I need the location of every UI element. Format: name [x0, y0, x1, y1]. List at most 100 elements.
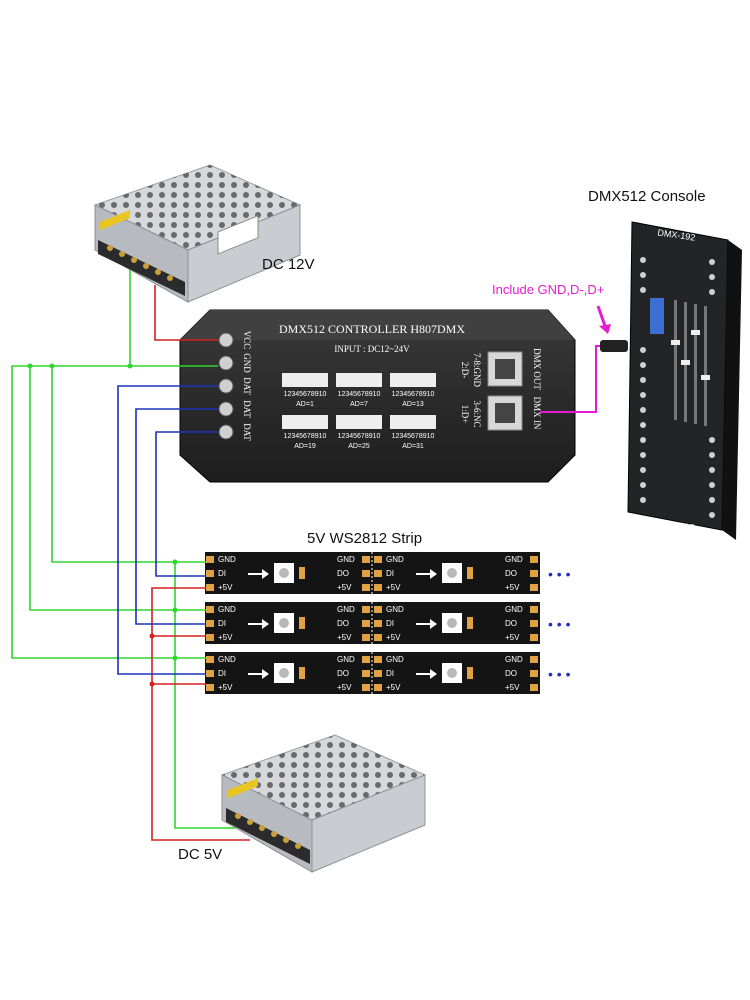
console-faders	[671, 300, 710, 426]
led-chip-icon	[274, 663, 473, 683]
pad-label: +5V	[505, 633, 520, 642]
pad-label: DO	[505, 569, 517, 578]
pinout-text: 2:D-	[460, 362, 470, 379]
dip-numbers: 12345678910	[338, 433, 381, 440]
pad-label: GND	[505, 555, 523, 564]
pad-label: DI	[218, 569, 226, 578]
pad-label: +5V	[218, 583, 233, 592]
red-power-wires	[151, 285, 250, 841]
pad-label: +5V	[337, 583, 352, 592]
pad-label: GND	[505, 605, 523, 614]
pad-label: +5V	[218, 633, 233, 642]
green-junctions	[27, 363, 178, 661]
dip-switch	[282, 373, 328, 387]
terminal-label: GND	[242, 353, 252, 373]
terminal-screw	[218, 355, 234, 371]
green-ground-wires	[11, 270, 236, 829]
console-buttons	[640, 257, 715, 518]
pad-label: DO	[505, 619, 517, 628]
controller-input: INPUT : DC12~24V	[334, 344, 410, 354]
strip-title-label: 5V WS2812 Strip	[307, 530, 423, 547]
pad-label: DO	[505, 669, 517, 678]
port-in-label: DMX IN	[532, 397, 542, 430]
pad-label: DI	[386, 619, 394, 628]
dmx-console: DMX-192 DMX-192	[627, 221, 742, 540]
pad-label: DI	[386, 669, 394, 678]
pad-label: GND	[505, 655, 523, 664]
dip-switches: 12345678910 12345678910 12345678910 1234…	[282, 373, 436, 450]
terminal-label: DAT	[242, 423, 252, 441]
pad-label: +5V	[218, 683, 233, 692]
note-arrow	[596, 305, 607, 327]
blue-data-wires	[117, 385, 218, 675]
pad-label: GND	[218, 655, 236, 664]
terminal-screw	[218, 424, 234, 440]
dip-numbers: 12345678910	[392, 433, 435, 440]
pad-label: +5V	[386, 583, 401, 592]
dip-numbers: 12345678910	[284, 391, 327, 398]
pad-label: DO	[337, 669, 349, 678]
dip-address-label: AD=13	[402, 401, 424, 408]
dmx-cable	[540, 305, 628, 413]
pad-label: DO	[337, 619, 349, 628]
pad-label: GND	[337, 655, 355, 664]
psu-5v-terminals	[226, 808, 310, 864]
pad-label: +5V	[386, 633, 401, 642]
terminal-label: VCC	[242, 331, 252, 350]
pad-label: GND	[386, 655, 404, 664]
pad-label: DI	[386, 569, 394, 578]
pad-label: +5V	[337, 633, 352, 642]
terminal-screw	[218, 378, 234, 394]
pinout-text: 1:D+	[460, 405, 470, 424]
dip-numbers: 12345678910	[392, 391, 435, 398]
strip-continuation: • • •	[548, 666, 571, 682]
strip-continuation: • • •	[548, 616, 571, 632]
psu-12v	[93, 164, 302, 303]
led-strip-2: GND DI +5V GND DO +5V GND DI +5V GND DO …	[205, 602, 571, 644]
console-display	[650, 298, 664, 334]
pad-label: GND	[386, 605, 404, 614]
pinout-text: 3-6:NC	[472, 401, 482, 428]
console-label: DMX512 Console	[588, 188, 706, 205]
dmx-controller: DMX512 CONTROLLER H807DMX INPUT : DC12~2…	[179, 309, 576, 483]
dmx-connector	[600, 340, 628, 352]
terminal-label: DAT	[242, 377, 252, 395]
dip-switch	[282, 415, 328, 429]
dip-switch	[336, 415, 382, 429]
arrow-icon	[248, 569, 437, 579]
led-chip-icon	[274, 563, 473, 583]
pad-label: GND	[337, 555, 355, 564]
pad-label: GND	[218, 555, 236, 564]
pad-label: DO	[337, 569, 349, 578]
arrow-icon	[248, 619, 437, 629]
dip-numbers: 12345678910	[338, 391, 381, 398]
terminal-screw	[218, 332, 234, 348]
pinout-legend: 2:D- 7-8:GND 1:D+ 3-6:NC	[460, 353, 482, 428]
controller-title: DMX512 CONTROLLER H807DMX	[279, 322, 465, 336]
console-note-label: Include GND,D-,D+	[492, 282, 605, 297]
strip-continuation: • • •	[548, 566, 571, 582]
psu-12v-label: DC 12V	[262, 256, 315, 273]
arrow-icon	[248, 669, 437, 679]
pad-label: +5V	[505, 583, 520, 592]
dip-numbers: 12345678910	[284, 433, 327, 440]
dip-switch	[336, 373, 382, 387]
pad-label: +5V	[505, 683, 520, 692]
dip-address-label: AD=7	[350, 401, 368, 408]
rj45-ports: DMX OUT DMX IN	[487, 348, 542, 431]
psu-5v-label: DC 5V	[178, 846, 223, 863]
dip-address-label: AD=25	[348, 443, 370, 450]
led-chip-icon	[274, 613, 473, 633]
pad-label: GND	[218, 605, 236, 614]
port-out-label: DMX OUT	[532, 348, 542, 390]
pad-label: +5V	[386, 683, 401, 692]
led-strip-3: GND DI +5V GND DO +5V GND DI +5V GND DO …	[205, 652, 571, 694]
psu-12v-terminals	[98, 240, 185, 296]
dip-switch	[390, 415, 436, 429]
pad-label: GND	[386, 555, 404, 564]
dip-address-label: AD=19	[294, 443, 316, 450]
pad-label: GND	[337, 605, 355, 614]
led-strip-1: GND DI +5V GND DO +5V GND DI +5V GND DO …	[205, 552, 571, 594]
pad-label: +5V	[337, 683, 352, 692]
